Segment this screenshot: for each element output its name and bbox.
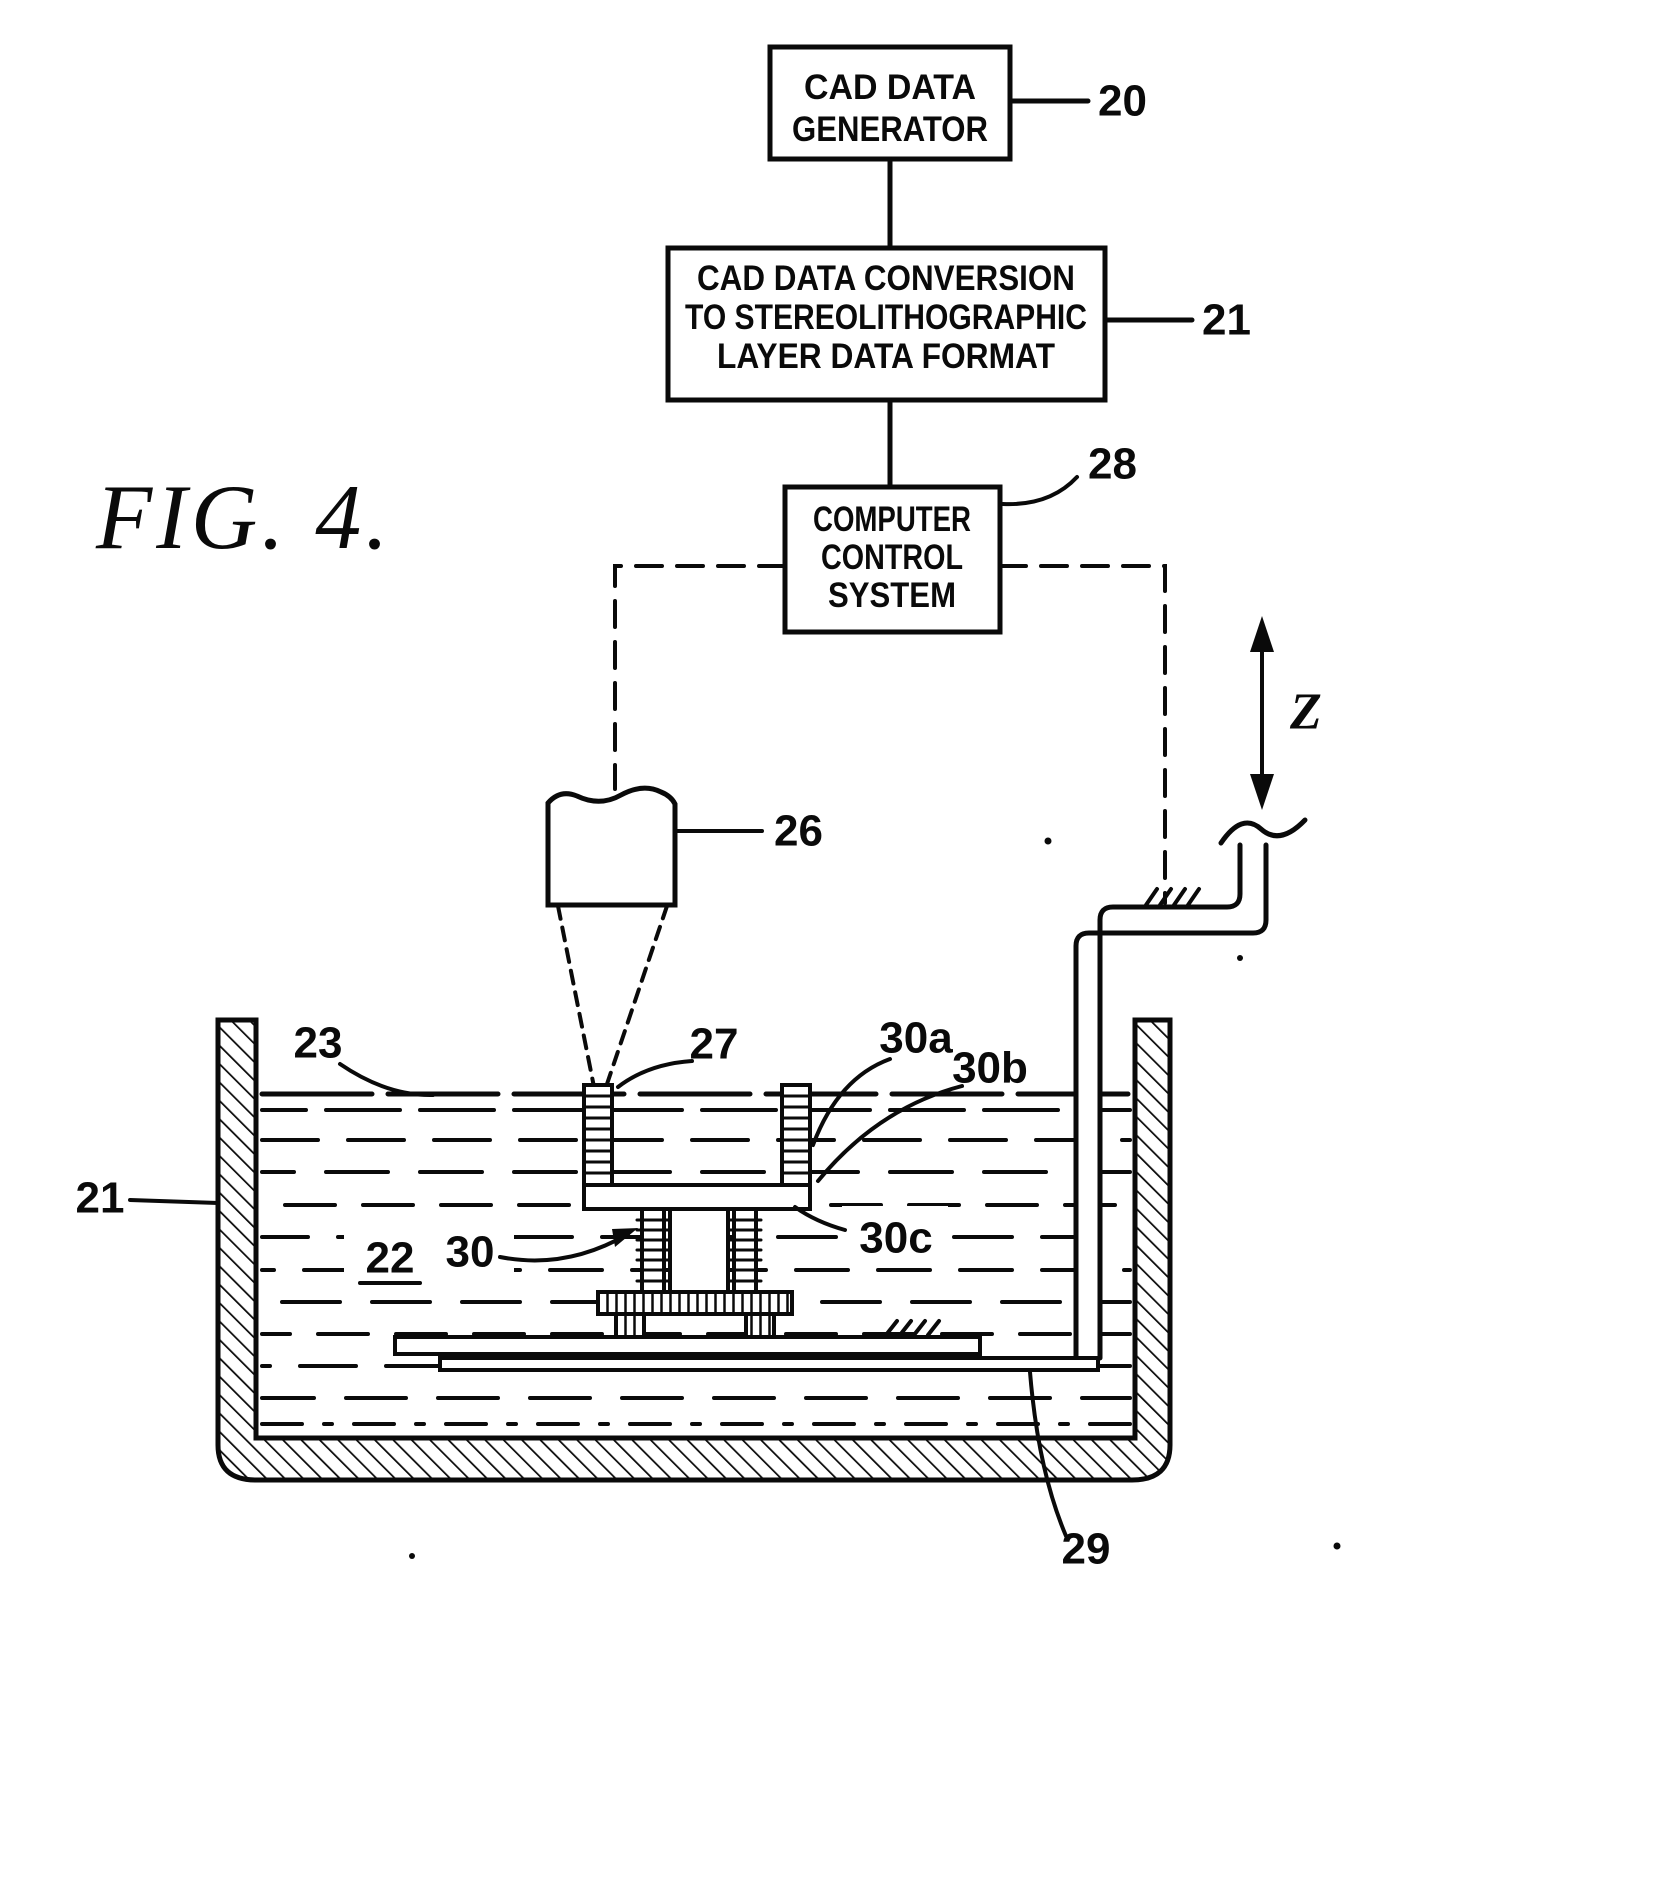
ref-30c: 30c bbox=[859, 1214, 932, 1263]
part-column-right bbox=[780, 1083, 812, 1187]
attachment-tick bbox=[1186, 887, 1201, 907]
attachment-tick bbox=[912, 1319, 927, 1337]
ref-29: 29 bbox=[1062, 1525, 1111, 1574]
ref-30: 30 bbox=[446, 1228, 495, 1277]
part-foot-right bbox=[744, 1312, 776, 1340]
box-cad-data-generator bbox=[767, 44, 1013, 162]
vat-walls bbox=[215, 1017, 1173, 1483]
part-column-layer-lines bbox=[582, 1094, 812, 1175]
laser-beam-left bbox=[556, 904, 596, 1089]
cad-generator-line1: CAD DATA bbox=[804, 68, 976, 107]
control-line-to-elevator bbox=[998, 564, 1167, 905]
part-foot-left bbox=[614, 1312, 646, 1340]
attachment-tick bbox=[1144, 887, 1159, 907]
ref-23-leader bbox=[338, 1062, 435, 1098]
ref-27: 27 bbox=[690, 1020, 739, 1069]
laser-box bbox=[545, 785, 678, 908]
ref-26: 26 bbox=[774, 807, 823, 856]
box-computer-control bbox=[782, 484, 1003, 635]
ref-30a: 30a bbox=[879, 1014, 953, 1063]
ref-20: 20 bbox=[1098, 77, 1147, 126]
ref-21-vat: 21 bbox=[76, 1174, 125, 1223]
ink-speck bbox=[1237, 955, 1243, 961]
ink-speck bbox=[409, 1553, 415, 1559]
box-cad-data-conversion bbox=[665, 245, 1108, 403]
computer-control-line2: CONTROL bbox=[821, 538, 963, 577]
ref-30c-leader bbox=[793, 1205, 847, 1232]
ref-22: 22 bbox=[366, 1234, 415, 1283]
flow-chart: CAD DATA GENERATOR 20 CAD DATA CONVERSIO… bbox=[665, 44, 1251, 635]
figure-title: FIG. 4. bbox=[95, 466, 392, 568]
elevator-platform bbox=[393, 1319, 1100, 1372]
ref-21-vat-leader bbox=[128, 1198, 220, 1205]
part-stem bbox=[668, 1207, 730, 1294]
attachment-tick bbox=[898, 1319, 913, 1337]
pipe-body bbox=[1076, 845, 1266, 1360]
cad-conversion-line1: CAD DATA CONVERSION bbox=[697, 259, 1075, 298]
part-plate bbox=[582, 1183, 812, 1211]
ref-z: Z bbox=[1289, 684, 1322, 741]
ref-30b-leader bbox=[816, 1084, 964, 1183]
cad-conversion-line3: LAYER DATA FORMAT bbox=[717, 337, 1055, 376]
z-axis-arrow: Z bbox=[1250, 616, 1322, 810]
ref-30b: 30b bbox=[952, 1044, 1028, 1093]
attachment-tick bbox=[1172, 887, 1187, 907]
laser-scanner: 26 bbox=[545, 785, 823, 1089]
label-backdrop-30 bbox=[430, 1222, 514, 1284]
control-signal-lines bbox=[613, 564, 1201, 907]
reference-labels: 23 21 22 27 30a 30b 30c 30 29 bbox=[76, 1014, 1111, 1574]
part-base-bar bbox=[596, 1290, 794, 1316]
ref-28-leader bbox=[1001, 475, 1079, 507]
attachment-tick bbox=[1158, 887, 1173, 907]
laser-beam-right bbox=[604, 904, 669, 1089]
part-column-left bbox=[582, 1083, 614, 1187]
ref-30a-leader bbox=[811, 1057, 892, 1147]
control-line-to-laser bbox=[613, 564, 787, 791]
attachment-tick bbox=[926, 1319, 941, 1337]
ref-21-box: 21 bbox=[1202, 296, 1251, 345]
label-backdrop-30c bbox=[842, 1206, 948, 1262]
liquid bbox=[259, 1091, 1133, 1426]
pipe-edge-inner bbox=[1097, 842, 1243, 1361]
ref-30-arrowhead bbox=[612, 1228, 638, 1247]
elevator-pipe bbox=[1073, 817, 1308, 1361]
z-arrow-head-down bbox=[1250, 774, 1274, 810]
attachment-tick bbox=[884, 1319, 899, 1337]
platform-upper bbox=[393, 1335, 982, 1356]
ref-27-leader bbox=[616, 1059, 694, 1089]
ref-23: 23 bbox=[294, 1019, 343, 1068]
part-assembly bbox=[582, 1083, 812, 1340]
support-rod-threads bbox=[635, 1218, 763, 1283]
pipe-edge-outer bbox=[1073, 842, 1269, 1361]
pipe-break-squiggle bbox=[1218, 817, 1308, 846]
ref-28: 28 bbox=[1088, 440, 1137, 489]
platform-lower bbox=[438, 1356, 1100, 1372]
cad-generator-line2: GENERATOR bbox=[792, 110, 988, 149]
z-arrow-head-up bbox=[1250, 616, 1274, 652]
ink-speck bbox=[1333, 1542, 1341, 1550]
ink-speck bbox=[1044, 837, 1052, 845]
cad-conversion-line2: TO STEREOLITHOGRAPHIC bbox=[685, 298, 1087, 337]
ref-29-leader bbox=[1028, 1370, 1068, 1538]
computer-control-line1: COMPUTER bbox=[813, 500, 971, 539]
computer-control-line3: SYSTEM bbox=[828, 576, 956, 615]
